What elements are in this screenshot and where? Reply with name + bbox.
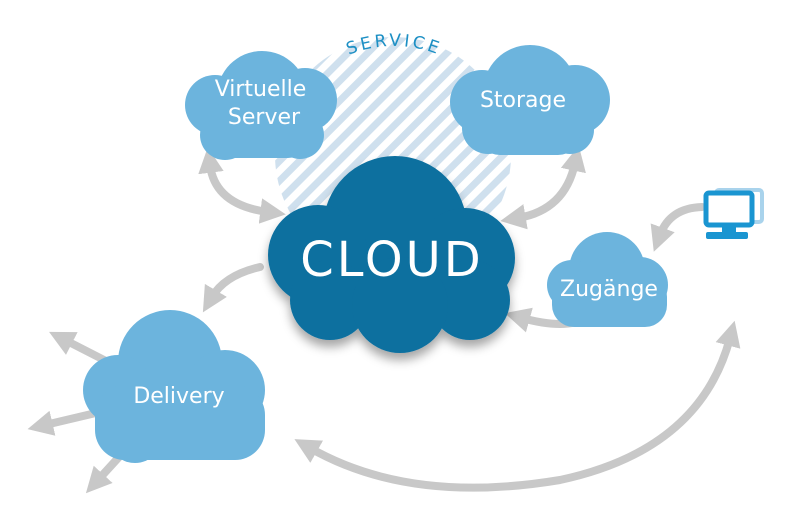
cloud-virtual-server [185, 51, 337, 160]
cloud-main-label: CLOUD [300, 232, 483, 288]
cloud-storage [450, 45, 610, 155]
cloud-virtual-server-label: Virtuelle Server [215, 77, 314, 130]
cloud-access-label: Zugänge [560, 277, 658, 302]
cloud-access [547, 232, 668, 327]
arrow-delivery-out-2 [27, 408, 104, 436]
cloud-delivery [83, 310, 265, 463]
arrow-delivery-computer [294, 320, 741, 492]
cloud-storage-label: Storage [480, 88, 566, 113]
arrow-storage-cloud [500, 145, 586, 230]
computer-monitor-icon [703, 188, 764, 239]
cloud-main [268, 156, 515, 353]
arrow-computer-access [650, 203, 706, 252]
cloud-delivery-label: Delivery [133, 384, 224, 409]
arrow-cloud-delivery [202, 263, 264, 313]
arrow-delivery-out-1 [49, 331, 112, 366]
arrow-server-cloud [198, 147, 286, 224]
